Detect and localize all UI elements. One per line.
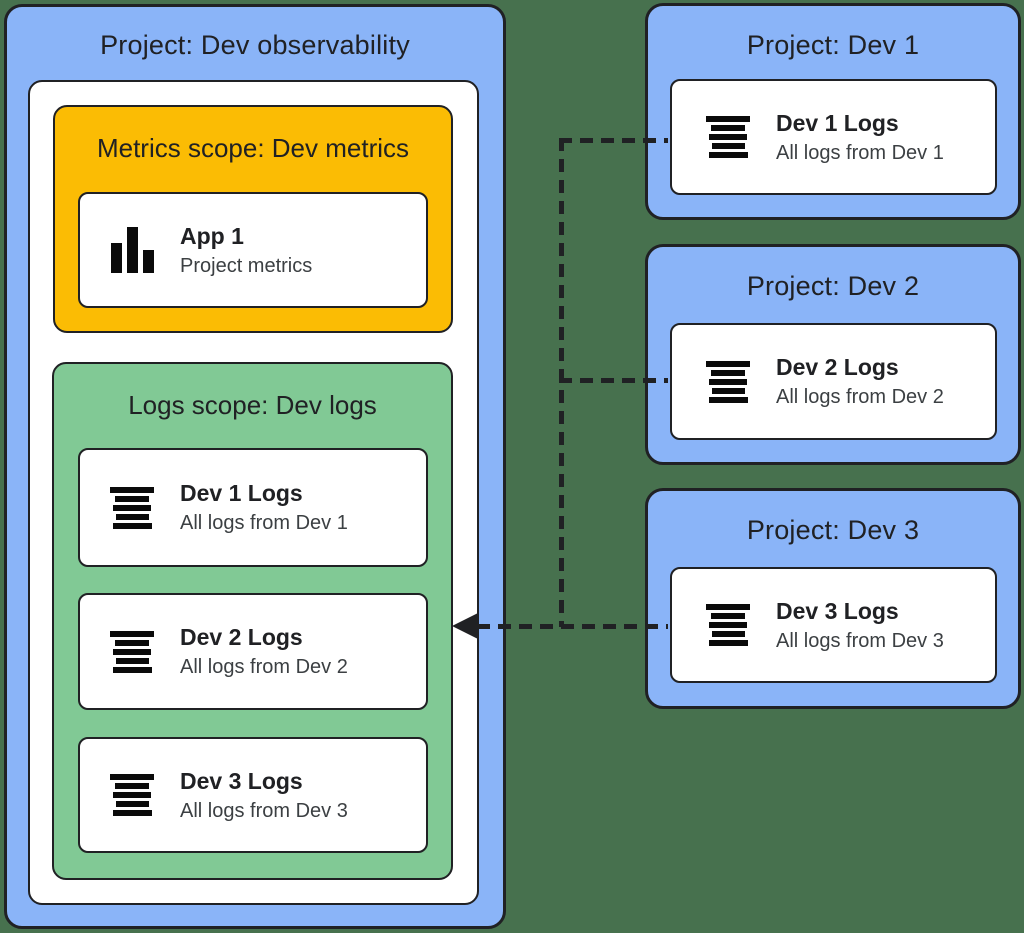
card-title: Dev 2 Logs xyxy=(776,354,899,380)
connector-line-dev1 xyxy=(559,138,668,143)
card-subtitle: All logs from Dev 3 xyxy=(776,629,944,652)
card-title: Dev 3 Logs xyxy=(776,597,899,624)
app-metrics-card: App 1 Project metrics xyxy=(78,192,428,308)
bar-chart-icon xyxy=(110,227,154,273)
logs-scope-card-dev2: Dev 2 Logs All logs from Dev 2 xyxy=(78,593,428,710)
source-project-title-dev2: Project: Dev 2 xyxy=(746,271,920,301)
logs-icon xyxy=(110,630,154,673)
logs-scope-card-dev1: Dev 1 Logs All logs from Dev 1 xyxy=(78,448,428,567)
source-card-dev2: Dev 2 Logs All logs from Dev 2 xyxy=(670,323,997,440)
logs-icon xyxy=(110,774,154,816)
logs-icon xyxy=(706,604,750,646)
connector-line-dev3 xyxy=(477,624,668,629)
source-card-dev3: Dev 3 Logs All logs from Dev 3 xyxy=(670,567,997,683)
logs-scope-card-dev3: Dev 3 Logs All logs from Dev 3 xyxy=(78,737,428,853)
connector-arrowhead-icon xyxy=(452,613,478,639)
card-title: Dev 2 Logs xyxy=(180,624,303,650)
card-subtitle: All logs from Dev 3 xyxy=(180,799,348,822)
logs-icon xyxy=(110,486,154,529)
app-card-title: App 1 xyxy=(180,222,244,249)
main-project-title: Project: Dev observability xyxy=(100,30,410,60)
app-card-subtitle: Project metrics xyxy=(180,254,313,277)
source-project-title-dev1: Project: Dev 1 xyxy=(746,30,920,60)
source-project-title-dev3: Project: Dev 3 xyxy=(746,515,920,545)
logs-scope-title: Logs scope: Dev logs xyxy=(128,390,377,420)
card-subtitle: All logs from Dev 1 xyxy=(776,141,944,164)
card-title: Dev 1 Logs xyxy=(776,109,899,136)
card-subtitle: All logs from Dev 1 xyxy=(180,512,348,534)
card-title: Dev 1 Logs xyxy=(180,480,303,506)
connector-line-dev2 xyxy=(559,378,668,383)
card-subtitle: All logs from Dev 2 xyxy=(776,386,944,408)
card-title: Dev 3 Logs xyxy=(180,767,303,794)
metrics-scope-title: Metrics scope: Dev metrics xyxy=(96,133,410,163)
card-subtitle: All logs from Dev 2 xyxy=(180,656,348,678)
logs-icon xyxy=(706,360,750,403)
logs-icon xyxy=(706,116,750,158)
connector-line-vertical xyxy=(559,138,564,627)
source-card-dev1: Dev 1 Logs All logs from Dev 1 xyxy=(670,79,997,195)
